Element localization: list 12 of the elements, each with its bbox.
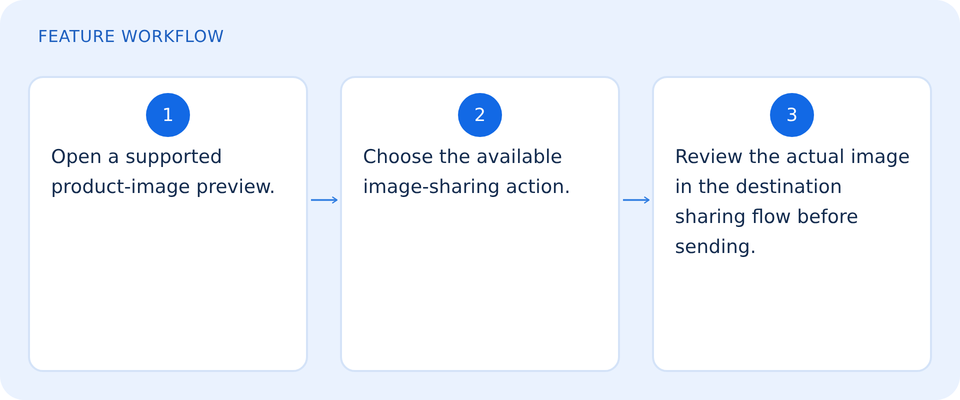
step-number-badge: 1 [146, 93, 190, 137]
step-description: Open a supported product-image preview. [51, 145, 276, 200]
step-number-badge: 2 [458, 93, 502, 137]
step-description: Review the actual image in the destination sharing flow before sending. [675, 145, 911, 260]
step-card [340, 76, 620, 372]
step-card [28, 76, 308, 372]
step-number-badge: 3 [770, 93, 814, 137]
step-card [652, 76, 932, 372]
step-description: Choose the available image-sharing action. [363, 145, 572, 200]
arrow [311, 196, 338, 204]
arrow [623, 196, 650, 204]
section-title: FEATURE WORKFLOW [38, 27, 224, 47]
